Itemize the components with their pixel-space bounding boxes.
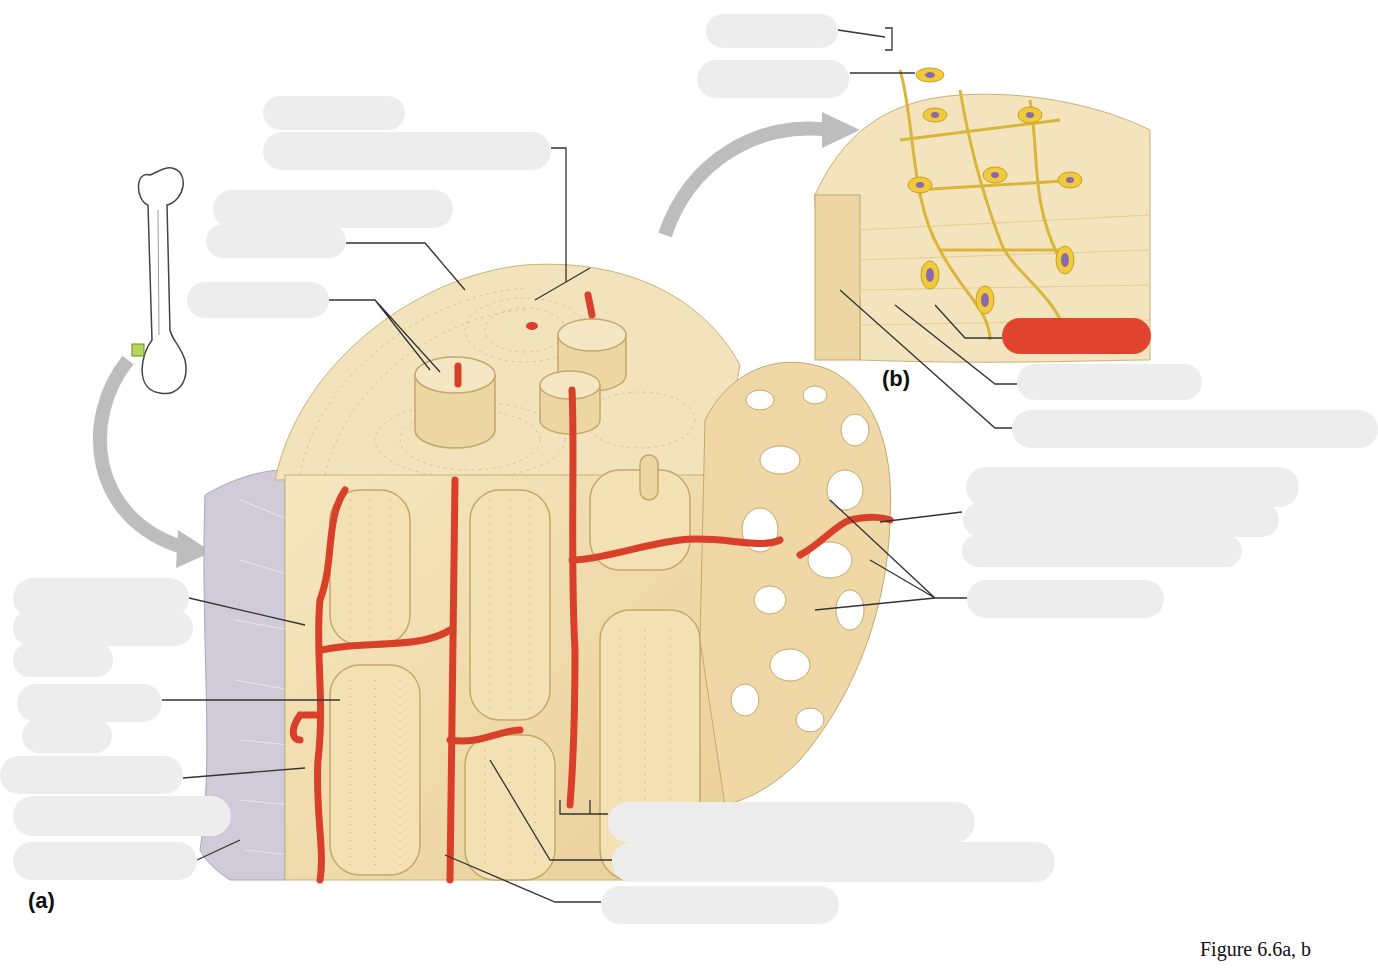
panel-label: (b) bbox=[882, 366, 910, 392]
highlight-box bbox=[1002, 318, 1151, 354]
blank-label-boxes bbox=[0, 14, 1378, 924]
long-bone-icon bbox=[132, 168, 186, 394]
panel-label: (a) bbox=[28, 888, 55, 914]
figure-caption: Figure 6.6a, b bbox=[1200, 938, 1311, 961]
